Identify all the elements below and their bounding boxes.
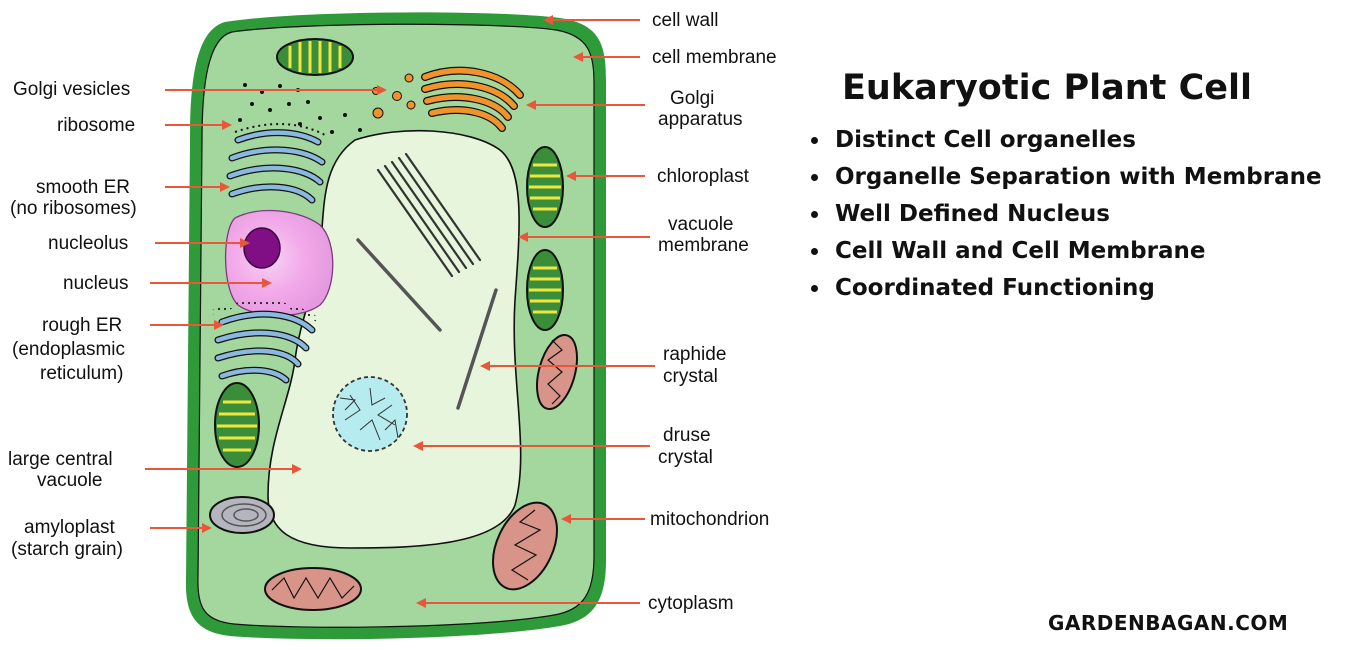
- label-rough-er-line2: (endoplasmic: [12, 339, 125, 360]
- feature-item: Cell Wall and Cell Membrane: [808, 236, 1322, 273]
- pointer-arrows: [145, 15, 655, 608]
- raphide-crystal-bundle: [376, 152, 482, 278]
- label-golgi-apparatus-line2: apparatus: [658, 109, 743, 130]
- label-golgi-vesicles: Golgi vesicles: [13, 79, 130, 100]
- label-nucleolus: nucleolus: [48, 233, 128, 254]
- mitochondrion-right-lower: [492, 501, 558, 591]
- druse-crystal: [332, 376, 408, 452]
- nucleus: [224, 209, 334, 317]
- chloroplast-right-lower: [526, 249, 564, 331]
- feature-item: Well Defined Nucleus: [808, 199, 1322, 236]
- mitochondrion-right-upper: [536, 334, 578, 410]
- label-large-vacuole-line2: vacuole: [37, 470, 103, 491]
- nucleolus: [243, 227, 281, 269]
- label-cell-membrane: cell membrane: [652, 47, 777, 68]
- chloroplast-right-upper: [526, 146, 564, 228]
- label-amyloplast-line1: amyloplast: [24, 517, 116, 538]
- er-ribosome-dots: [234, 123, 326, 136]
- feature-item: Distinct Cell organelles: [808, 125, 1322, 162]
- ribosomes: [238, 83, 362, 134]
- raphide-crystal-needle-2: [456, 288, 498, 410]
- label-amyloplast-line2: (starch grain): [11, 539, 123, 560]
- label-vacuole-membrane-line1: vacuole: [668, 214, 734, 235]
- label-rough-er-line1: rough ER: [42, 315, 122, 336]
- label-rough-er-line3: reticulum): [40, 363, 123, 384]
- rough-er: [211, 300, 321, 384]
- label-druse-line1: druse: [663, 425, 711, 446]
- label-smooth-er-line2: (no ribosomes): [10, 198, 137, 219]
- label-cytoplasm: cytoplasm: [648, 593, 734, 614]
- feature-item: Organelle Separation with Membrane: [808, 162, 1322, 199]
- chloroplast-top: [276, 38, 354, 76]
- feature-item: Coordinated Functioning: [808, 273, 1322, 310]
- label-golgi-apparatus-line1: Golgi: [670, 88, 714, 109]
- chloroplast-left: [214, 382, 260, 468]
- label-raphide-line1: raphide: [663, 344, 726, 365]
- label-nucleus: nucleus: [63, 273, 129, 294]
- smooth-er: [226, 129, 326, 204]
- page-title: Eukaryotic Plant Cell: [842, 68, 1253, 108]
- label-vacuole-membrane-line2: membrane: [658, 235, 749, 256]
- golgi-apparatus: [421, 66, 524, 132]
- label-chloroplast: chloroplast: [657, 166, 750, 187]
- amyloplast: [209, 496, 275, 534]
- label-druse-line2: crystal: [658, 447, 713, 468]
- label-raphide-line2: crystal: [663, 366, 718, 387]
- label-mitochondrion: mitochondrion: [650, 509, 769, 530]
- feature-list: Distinct Cell organelles Organelle Separ…: [808, 125, 1322, 310]
- raphide-crystal-needle: [356, 238, 442, 332]
- label-ribosome: ribosome: [57, 115, 135, 136]
- mitochondrion-bottom: [264, 567, 362, 611]
- label-large-vacuole-line1: large central: [8, 449, 113, 470]
- label-smooth-er-line1: smooth ER: [36, 177, 130, 198]
- label-cell-wall: cell wall: [652, 10, 719, 31]
- site-credit: GARDENBAGAN.COM: [1048, 611, 1289, 635]
